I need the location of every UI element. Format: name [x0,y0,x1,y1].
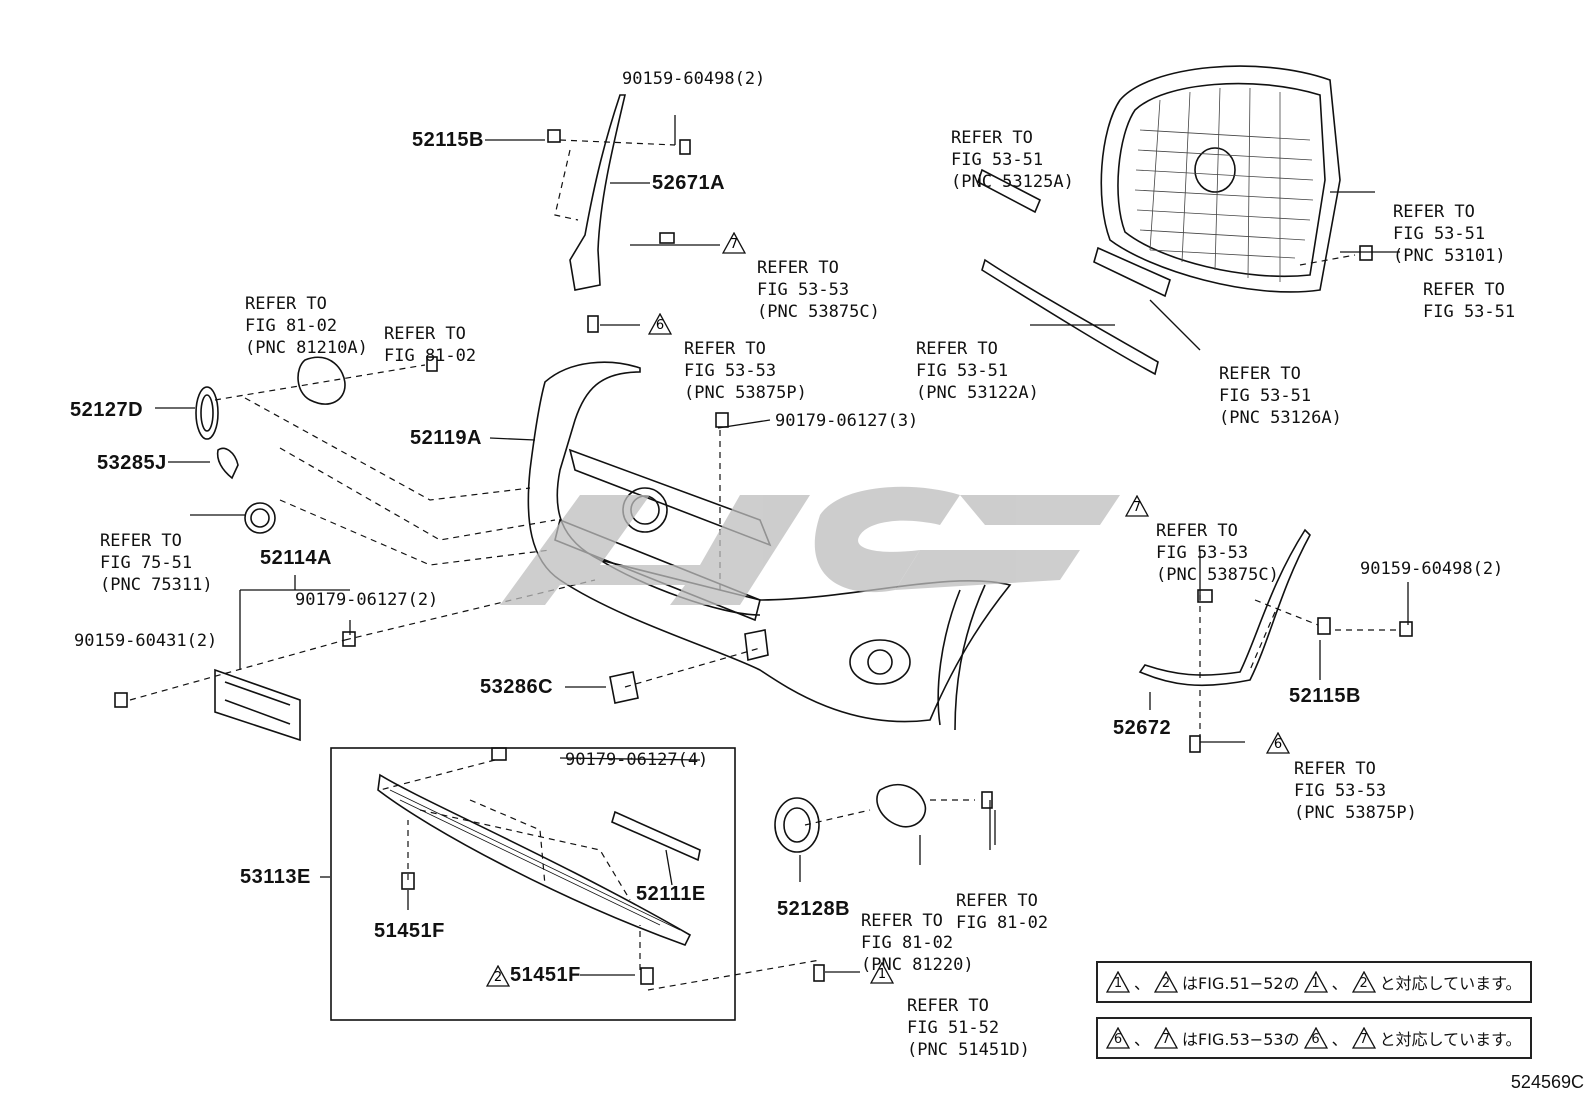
part-label-52115B-right: 52115B [1289,685,1361,707]
radiator-grille [1100,65,1341,293]
clip-fastener [491,747,507,761]
triangle-mark-icon: 1 [1303,971,1328,993]
fog-lamp-bezel-left [195,386,219,440]
clip-fastener [1197,589,1213,603]
part-label-90179-06127-4: 90179-06127(4) [565,750,709,770]
license-plate-bracket [214,668,301,742]
triangle-mark-icon: 7 [1351,1027,1376,1049]
part-label-51451F-upper: 51451F [374,920,445,942]
fog-lamp-right [876,784,927,828]
screw-fastener [114,692,128,708]
triangle-mark-icon: 2 [1154,971,1179,993]
side-support-left [569,94,627,291]
part-label-53286C: 53286C [480,676,554,698]
screw-fastener [426,356,438,372]
side-support-right [1138,528,1311,687]
bumper-fog-lamp-hole-right [849,639,911,685]
part-label-52128B: 52128B [777,898,851,920]
part-label-52114A: 52114A [260,547,332,569]
triangle-mark-icon: 6 [1106,1027,1130,1049]
triangle-mark-icon: 7 [1154,1027,1179,1049]
part-label-53285J: 53285J [97,452,167,474]
screw-fastener [813,964,825,982]
screw-fastener [981,791,993,809]
grille-molding-lower [981,258,1159,376]
part-label-90179-06127-2: 90179-06127(2) [295,590,439,610]
triangle-callout-icon: 7 [1125,495,1149,517]
clip-fastener [1317,617,1331,635]
triangle-mark-icon: 6 [1303,1027,1328,1049]
triangle-callout-icon: 2 [486,965,510,987]
clip-fastener [659,232,675,244]
triangle-callout-icon: 6 [1266,732,1290,754]
part-label-51451F-lower: 51451F [510,964,581,986]
clip-fastener [401,872,415,890]
figure-number: 524569C [1510,1072,1584,1092]
tow-hook-cover [609,671,639,704]
fog-lamp-cover-piece [216,447,239,480]
front-emblem [244,502,276,534]
part-label-90159-60431: 90159-60431(2) [74,631,218,651]
part-label-90179-06127-3: 90179-06127(3) [775,411,919,431]
watermark-logo [500,486,1120,605]
clip-fastener [640,967,654,985]
triangle-callout-icon: 1 [870,962,894,984]
lower-grille-group-box [330,747,736,1021]
screw-fastener [1399,621,1413,637]
correspondence-note-53-53: 6 、 7 はFIG.53−53の 6 、 7 と対応しています。 [1096,1017,1532,1059]
fog-lamp-left [297,356,346,405]
clip-fastener [547,129,561,143]
part-label-53113E: 53113E [240,866,311,888]
triangle-callout-icon: 6 [648,313,672,335]
part-label-52111E: 52111E [636,883,706,905]
triangle-mark-icon: 1 [1106,971,1130,993]
grille-molding-side [1093,246,1171,298]
part-label-52672: 52672 [1113,717,1172,739]
grille-emblem [1194,147,1236,193]
part-label-52671A: 52671A [652,172,726,194]
triangle-callout-icon: 7 [722,232,746,254]
part-label-90159-60498-top: 90159-60498(2) [622,69,766,89]
screw-fastener [1359,245,1373,261]
screw-fastener [679,139,691,155]
fog-lamp-bezel-right [774,797,820,853]
triangle-mark-icon: 2 [1351,971,1376,993]
screw-fastener [1189,735,1201,753]
screw-fastener [587,315,599,333]
correspondence-note-51-52: 1 、 2 はFIG.51−52の 1 、 2 と対応しています。 [1096,961,1532,1003]
part-label-52127D: 52127D [70,399,144,421]
part-label-52115B-left: 52115B [412,129,484,151]
lower-grille-insert [611,810,701,862]
part-label-90159-60498-right: 90159-60498(2) [1360,559,1504,579]
lower-grille [377,773,692,946]
grille-molding-upper [977,168,1042,214]
part-label-52119A: 52119A [410,427,482,449]
